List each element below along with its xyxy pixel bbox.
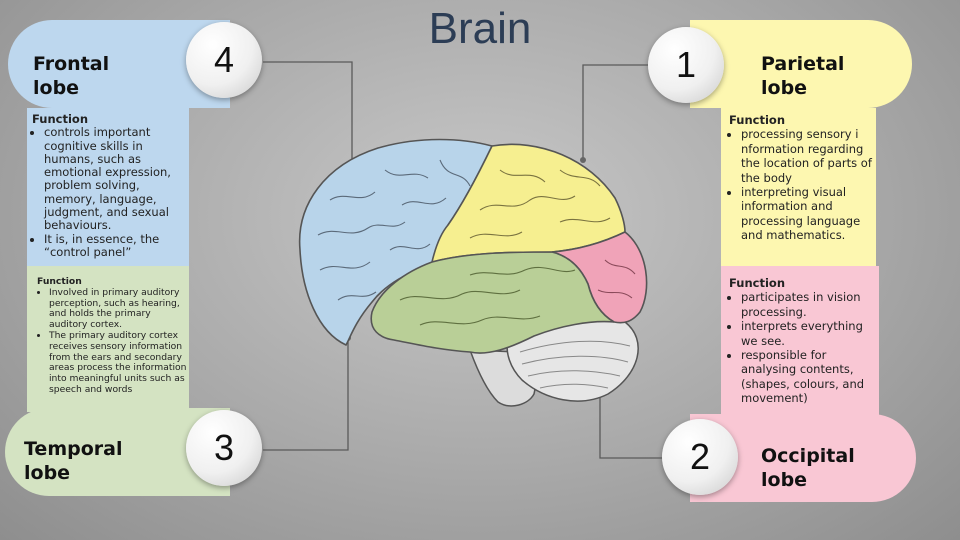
occipital-function-box: Function participates in vision processi… (721, 266, 879, 416)
number-badge-2: 2 (662, 419, 738, 495)
parietal-function-heading: Function (729, 113, 786, 127)
occipital-lobe-label: Occipital lobe (761, 445, 855, 491)
parietal-function-box: Function processing sensory i nformation… (721, 108, 876, 266)
occipital-function-item: participates in vision processing. (741, 290, 879, 319)
cerebellum-folds (519, 340, 631, 389)
temporal-function-box: Function Involved in primary auditory pe… (27, 266, 189, 412)
frontal-function-item: It is, in essence, the “control panel” (44, 232, 189, 260)
temporal-function-heading: Function (37, 276, 82, 287)
parietal-folds (469, 169, 611, 239)
temporal-function-item: The primary auditory cortex receives sen… (49, 330, 189, 396)
occipital-function-item: responsible for analysing contents, (sha… (741, 348, 879, 406)
frontal-function-item: controls important cognitive skills in h… (44, 126, 189, 232)
diagram-title: Brain (428, 4, 532, 53)
number-2: 2 (689, 436, 711, 477)
occipital-function-heading: Function (729, 276, 786, 290)
frontal-lobe-label: Frontal lobe (33, 53, 110, 99)
connector-1 (582, 64, 648, 160)
frontal-function-heading: Function (32, 112, 89, 126)
temporal-folds (399, 266, 576, 326)
connector-4 (263, 61, 353, 185)
frontal-function-box: Function controls important cognitive sk… (27, 108, 189, 266)
number-badge-1: 1 (648, 27, 724, 103)
parietal-function-item: processing sensory i nformation regardin… (741, 127, 876, 185)
connector-dot (580, 157, 586, 163)
temporal-lobe-label: Temporal lobe (24, 438, 123, 484)
number-badge-3: 3 (186, 410, 262, 486)
parietal-lobe-pill (690, 20, 912, 108)
number-4: 4 (213, 39, 235, 80)
parietal-lobe-label: Parietal lobe (761, 53, 845, 99)
parietal-function-item: interpreting visual information and proc… (741, 185, 876, 243)
number-1: 1 (675, 44, 697, 85)
number-3: 3 (213, 427, 235, 468)
number-badge-4: 4 (186, 22, 262, 98)
connector-3 (263, 338, 349, 451)
occipital-function-item: interprets everything we see. (741, 319, 879, 348)
temporal-lobe-region (370, 251, 615, 354)
temporal-function-item: Involved in primary auditory perception,… (49, 287, 189, 331)
frontal-folds (317, 159, 471, 301)
occipital-folds (597, 259, 636, 299)
